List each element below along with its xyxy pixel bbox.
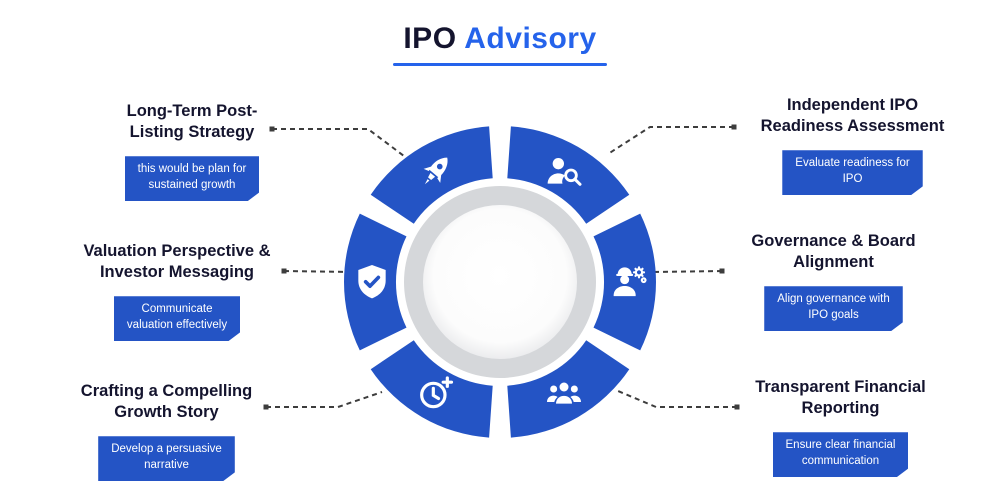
connector-line	[272, 128, 405, 157]
item-growth-story: Crafting a Compelling Growth Story Devel…	[64, 381, 269, 481]
item-tag: this would be plan for sustained growth	[125, 156, 260, 201]
person-search-icon	[544, 151, 584, 191]
item-valuation-messaging: Valuation Perspective & Investor Messagi…	[72, 241, 282, 341]
item-governance-alignment: Governance & Board Alignment Align gover…	[736, 231, 931, 331]
connector-line	[266, 391, 383, 408]
item-tag: Align governance with IPO goals	[764, 286, 903, 331]
title-underline	[393, 63, 607, 66]
item-financial-reporting: Transparent Financial Reporting Ensure c…	[738, 377, 943, 477]
item-title: Crafting a Compelling Growth Story	[80, 382, 253, 422]
item-tag: Ensure clear financial communication	[773, 432, 909, 477]
wheel-segment	[507, 126, 630, 224]
item-long-term-strategy: Long-Term Post- Listing Strategy this wo…	[97, 101, 287, 201]
item-title: Long-Term Post- Listing Strategy	[126, 102, 258, 142]
item-title: Valuation Perspective & Investor Messagi…	[83, 242, 271, 282]
item-tag: Evaluate readiness for IPO	[782, 150, 922, 195]
connector-endpoints	[263, 124, 740, 410]
connector-line	[651, 270, 723, 273]
title-highlight: Advisory	[464, 22, 597, 55]
title-prefix: IPO	[403, 22, 457, 55]
item-tag: Develop a persuasive narrative	[98, 436, 235, 481]
connector-line	[617, 390, 737, 408]
item-title: Governance & Board Alignment	[751, 232, 916, 272]
shield-check-icon	[352, 262, 392, 302]
item-title: Independent IPO Readiness Assessment	[760, 96, 945, 136]
clock-plus-icon	[416, 373, 456, 413]
connector-line	[283, 270, 353, 273]
page-title: IPO Advisory	[0, 22, 1000, 66]
worker-gear-icon	[608, 262, 648, 302]
rocket-icon	[416, 151, 456, 191]
people-group-icon	[544, 373, 584, 413]
connector-lines	[266, 126, 737, 408]
connector-line	[607, 126, 734, 155]
wheel-segment	[370, 340, 493, 438]
item-tag: Communicate valuation effectively	[114, 296, 240, 341]
wheel-segment	[507, 340, 630, 438]
item-ipo-readiness: Independent IPO Readiness Assessment Eva…	[750, 95, 955, 195]
center-circle	[423, 205, 577, 359]
item-title: Transparent Financial Reporting	[755, 378, 926, 418]
